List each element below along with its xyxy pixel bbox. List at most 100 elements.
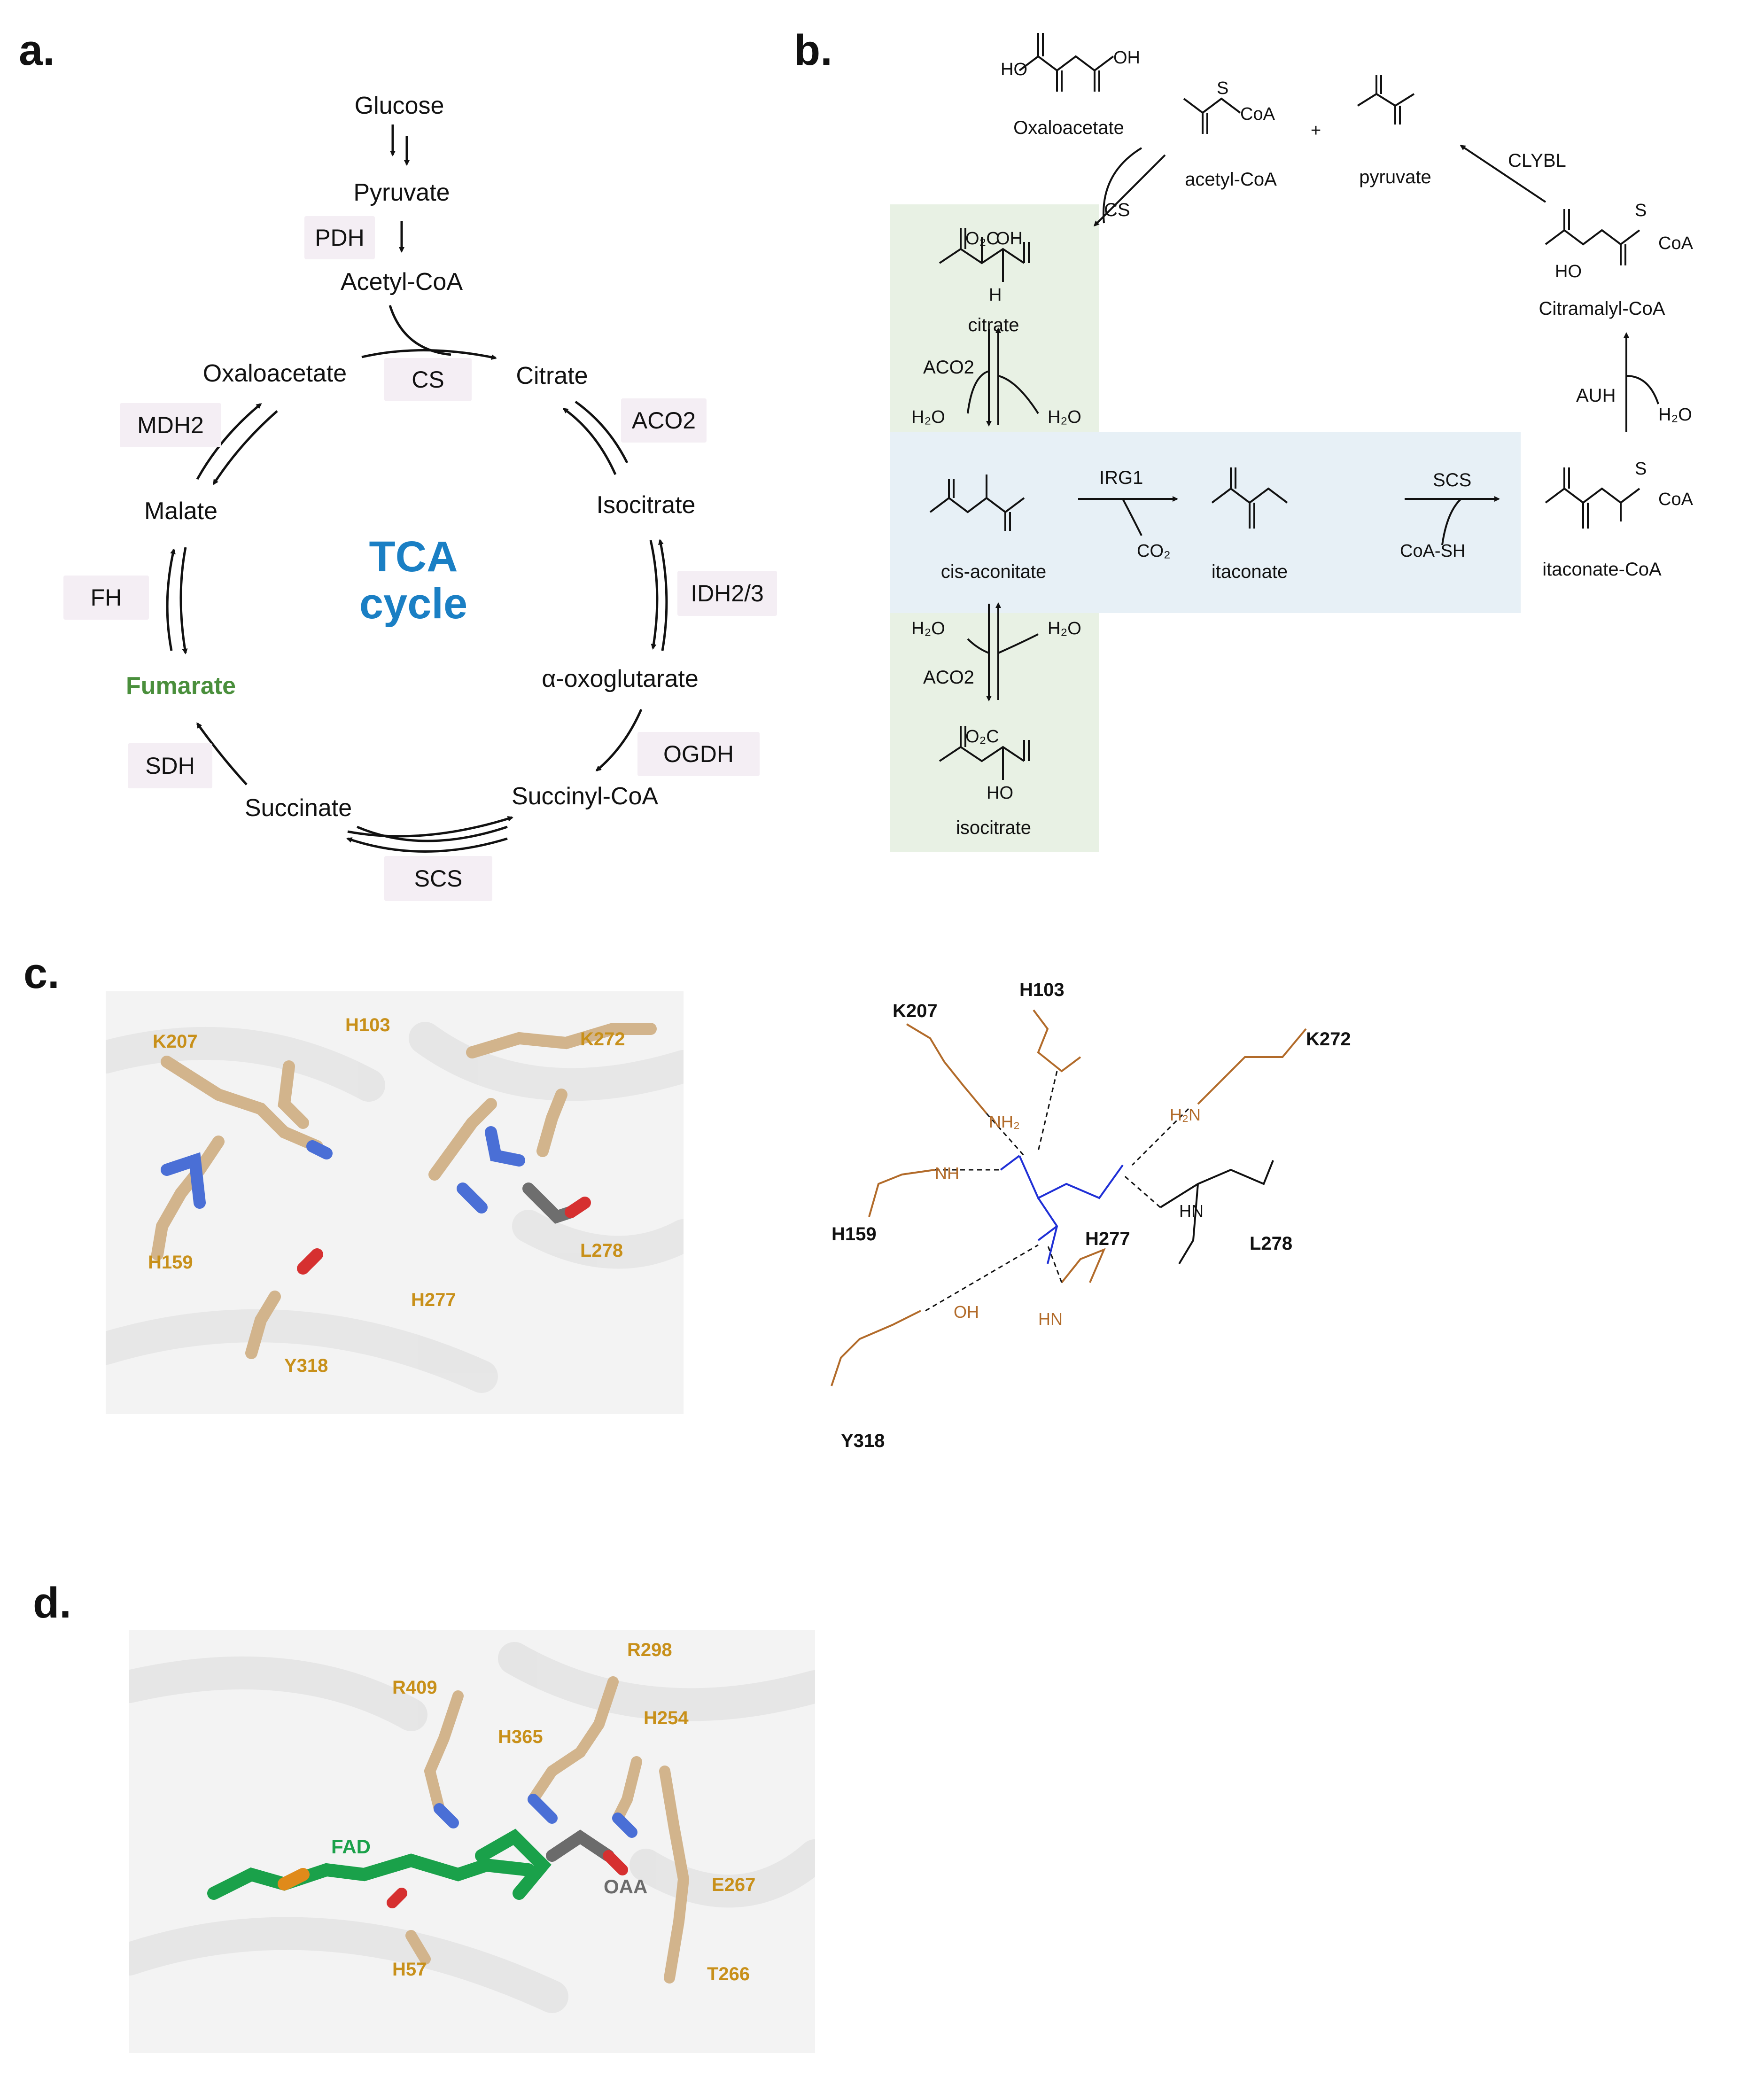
isocitrate-ho: HO — [987, 783, 1013, 803]
residue-2d-h159: H159 — [831, 1224, 877, 1245]
citrate-oh-label: OH — [996, 229, 1023, 249]
panel-c-3d-sticks: K207 H103 K272 H159 L278 H277 Y318 — [89, 1015, 700, 1393]
k207-nh2: NH₂ — [989, 1112, 1020, 1131]
enzyme-scs: SCS — [384, 856, 492, 901]
enzyme-b-cs: CS — [1104, 200, 1130, 220]
h277-hn: HN — [1038, 1309, 1063, 1329]
enzyme-sdh: SDH — [128, 743, 212, 788]
panel-c-structure-render: K207 H103 K272 H159 L278 H277 Y318 — [89, 991, 700, 1414]
metabolite-succinate: Succinate — [244, 794, 352, 822]
residue-3d-h159: H159 — [148, 1252, 193, 1273]
enzyme-b-auh: AUH — [1576, 385, 1616, 406]
residue-3d-k207: K207 — [153, 1031, 198, 1052]
citrate-h-label: H — [989, 285, 1002, 305]
itaconate-coa-s: S — [1635, 459, 1647, 479]
panel-b-structures: HO OH S CoA + O₂C OH H H₂O H₂O CO₂ CoA-S… — [911, 33, 1694, 838]
residue-3d-l278: L278 — [580, 1240, 623, 1261]
compound-cis-aconitate: cis-aconitate — [941, 561, 1047, 582]
enzyme-b-irg1: IRG1 — [1099, 467, 1143, 488]
compound-pyruvate: pyruvate — [1359, 167, 1431, 187]
residue-d-h365: H365 — [498, 1727, 543, 1747]
residue-d-h254: H254 — [644, 1708, 689, 1728]
citramalyl-ho: HO — [1555, 262, 1582, 281]
residue-2d-k272: K272 — [1306, 1029, 1351, 1050]
residue-2d-y318: Y318 — [841, 1431, 885, 1451]
metabolite-succinyl-coa: Succinyl-CoA — [511, 783, 659, 810]
isocitrate-o2c: O₂C — [965, 727, 999, 747]
metabolite-oxoglutarate: α-oxoglutarate — [542, 665, 699, 692]
ligand-fad: FAD — [331, 1836, 371, 1858]
compound-isocitrate: isocitrate — [956, 817, 1031, 838]
itaconate-highlight-box — [890, 432, 1521, 613]
residue-3d-k272: K272 — [580, 1029, 625, 1050]
metabolite-acetyl-coa: Acetyl-CoA — [340, 268, 463, 296]
citrate-o2c-label: O₂C — [965, 229, 999, 249]
residue-d-r409: R409 — [392, 1677, 437, 1698]
enzyme-idh: IDH2/3 — [677, 571, 777, 616]
aco2b-h2o-right: H₂O — [1048, 619, 1081, 638]
auh-h2o: H₂O — [1658, 405, 1692, 425]
l278-hn: HN — [1179, 1201, 1204, 1221]
enzyme-ogdh: OGDH — [637, 732, 760, 776]
residue-d-t266: T266 — [707, 1964, 750, 1984]
metabolite-malate: Malate — [144, 498, 218, 525]
panel-c: K207 H103 K272 H159 L278 H277 Y318 — [0, 963, 1764, 1527]
scs-coash: CoA-SH — [1400, 541, 1465, 561]
metabolite-oxaloacetate: Oxaloacetate — [202, 360, 347, 387]
residue-2d-l278: L278 — [1250, 1233, 1292, 1254]
h159-nh: NH — [935, 1164, 959, 1183]
oaa-ho-label: HO — [1001, 60, 1027, 79]
panel-d-3d-sticks: R409 R298 H365 H254 E267 H57 T266 FAD OA… — [113, 1640, 831, 2013]
residue-3d-h277: H277 — [411, 1290, 456, 1310]
panel-b: HO OH S CoA + O₂C OH H H₂O H₂O CO₂ CoA-S… — [775, 0, 1764, 916]
compound-oxaloacetate: Oxaloacetate — [1013, 117, 1124, 138]
enzyme-pdh: PDH — [304, 216, 375, 259]
metabolite-citrate: Citrate — [516, 362, 588, 389]
enzyme-b-clybl: CLYBL — [1508, 150, 1566, 171]
residue-3d-y318: Y318 — [284, 1355, 328, 1376]
panel-label-d: d. — [33, 1579, 71, 1627]
compound-citramalyl-coa: Citramalyl-CoA — [1539, 298, 1665, 319]
metabolite-pyruvate: Pyruvate — [353, 179, 450, 206]
irg1-co2: CO₂ — [1137, 541, 1171, 561]
tca-title-line1: TCA — [369, 533, 458, 581]
aco2-h2o-left: H₂O — [911, 407, 945, 427]
enzyme-aco2: ACO2 — [621, 398, 707, 443]
residue-d-h57: H57 — [392, 1959, 427, 1980]
ligand-oaa: OAA — [604, 1875, 647, 1898]
panel-label-a: a. — [19, 26, 55, 74]
tca-cycle-title: TCA cycle — [359, 533, 467, 627]
residue-d-e267: E267 — [712, 1875, 755, 1895]
citramalyl-coa-coa: CoA — [1658, 233, 1694, 253]
metabolite-glucose: Glucose — [354, 92, 444, 119]
aco2-h2o-right: H₂O — [1048, 407, 1081, 427]
itaconate-coa-coa: CoA — [1658, 490, 1694, 509]
acetyl-s-label: S — [1217, 78, 1228, 98]
aco2b-h2o-left: H₂O — [911, 619, 945, 638]
compound-itaconate: itaconate — [1212, 561, 1288, 582]
enzyme-mdh2: MDH2 — [120, 403, 221, 447]
enzyme-b-aco2-top: ACO2 — [923, 357, 974, 378]
panel-c-2d-interaction-diagram: H103 K207 K272 H159 H277 L278 Y318 NH₂ H… — [831, 980, 1351, 1451]
citramalyl-s: S — [1635, 201, 1647, 220]
tca-title-line2: cycle — [359, 580, 468, 628]
residue-2d-h277: H277 — [1085, 1229, 1130, 1249]
k272-h2n: H₂N — [1170, 1105, 1201, 1124]
plus-sign: + — [1311, 121, 1321, 140]
residue-2d-h103: H103 — [1019, 980, 1065, 1000]
acetyl-coa-label: CoA — [1240, 104, 1275, 124]
enzyme-b-scs: SCS — [1433, 470, 1471, 490]
compound-acetyl-coa: acetyl-CoA — [1185, 169, 1277, 190]
oaa-oh-label: OH — [1113, 48, 1140, 68]
enzyme-b-aco2-bottom: ACO2 — [923, 667, 974, 688]
panel-label-c: c. — [23, 949, 60, 997]
panel-label-b: b. — [794, 26, 832, 74]
residue-3d-h103: H103 — [345, 1015, 390, 1035]
compound-citrate: citrate — [968, 315, 1019, 335]
tca-arrows — [166, 124, 668, 853]
metabolite-fumarate: Fumarate — [125, 672, 236, 700]
residue-d-r298: R298 — [627, 1640, 672, 1660]
panel-d: R409 R298 H365 H254 E267 H57 T266 FAD OA… — [113, 1630, 831, 2053]
metabolite-isocitrate: Isocitrate — [596, 491, 696, 519]
residue-2d-k207: K207 — [893, 1001, 938, 1021]
